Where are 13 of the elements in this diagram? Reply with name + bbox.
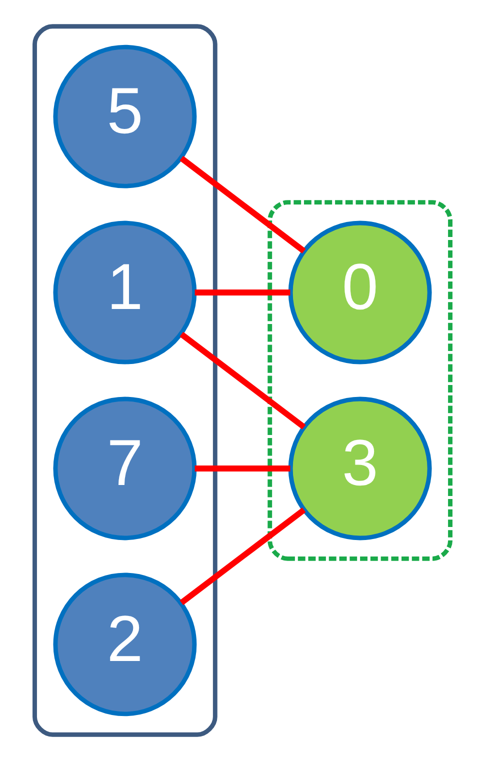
connector (194, 466, 290, 472)
node-circle: 7 (52, 396, 196, 540)
cluster (32, 24, 217, 737)
cluster (267, 200, 452, 561)
connector (179, 508, 306, 606)
node-circle: 0 (288, 220, 432, 364)
connector (179, 156, 306, 254)
connector (179, 332, 306, 430)
connector (194, 290, 290, 296)
node-circle: 5 (52, 44, 196, 188)
node-circle: 3 (288, 396, 432, 540)
node-circle: 1 (52, 220, 196, 364)
node-circle: 2 (52, 572, 196, 716)
